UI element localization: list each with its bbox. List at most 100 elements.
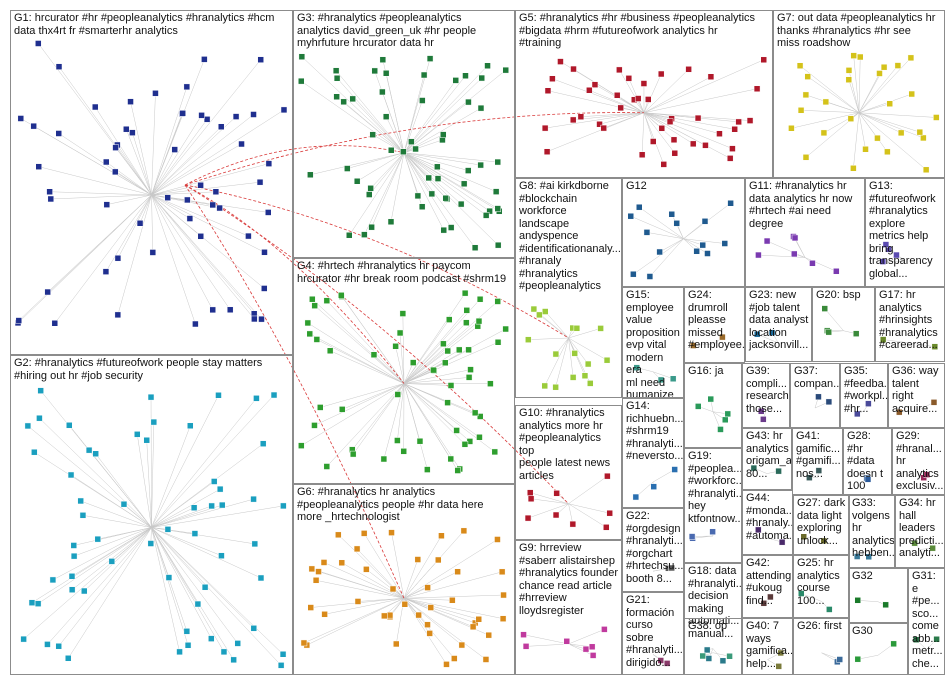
node-g3-43 [333,74,341,82]
node-g6-11 [451,655,458,662]
node-g5-36 [726,155,734,162]
edge-g1-9 [151,184,201,196]
edge-g7-0 [858,65,899,113]
edge-g2-55 [34,451,152,528]
edge-g3-55 [403,152,429,179]
edge-g2-46 [39,418,152,528]
node-g1-51 [17,115,25,122]
node-g1-38 [171,146,178,153]
edge-g1-23 [130,101,152,196]
edge-g7-4 [858,112,927,170]
node-g25-0 [798,590,805,597]
node-g10-5 [552,511,560,519]
node-g6-22 [401,600,409,608]
node-g7-26 [850,52,857,59]
node-g1-42 [35,163,43,170]
node-g4-56 [306,330,314,338]
edge-g7-18 [848,79,860,113]
node-g3-47 [365,191,373,198]
edge-g1-16 [151,143,242,196]
node-g6-14 [389,585,397,593]
node-g10-4 [524,514,532,522]
edge-g5-1 [643,112,733,149]
node-g4-15 [396,329,404,337]
edge-g5-16 [643,112,735,130]
node-g6-12 [415,611,422,619]
node-g4-57 [338,292,345,299]
edge-g2-33 [151,488,221,528]
edge-g3-59 [403,152,465,185]
group-box-g14: G14: richhuebn... #shrm19 #hranalyti... … [622,398,684,508]
node-g20-1 [825,328,832,336]
node-g4-53 [471,409,479,417]
group-box-g4: G4: #hrtech #hranalytics hr paycom hrcur… [293,258,515,484]
edge-g4-22 [403,383,460,470]
node-g25-1 [826,606,833,613]
edge-g10-4 [527,503,569,519]
group-label-g4: G4: #hrtech #hranalytics hr paycom hrcur… [297,260,507,285]
group-label-g29: G29: #hranal... hr analytics exclusiv... [896,430,944,492]
group-label-g40: G40: 7 ways gamifica... help... [746,620,793,670]
node-g3-2 [412,145,419,153]
edge-g3-26 [403,152,490,212]
edge-g7-15 [801,110,860,113]
group-label-g22: G22: #orgdesign #hranalyti... #orgchart … [626,510,684,585]
edge-g6-26 [403,598,504,619]
node-g1-1 [91,103,99,111]
group-label-g25: G25: hr analytics course 100... [797,557,840,607]
node-g7-23 [916,128,924,136]
node-g5-39 [707,73,715,80]
node-g7-0 [894,62,902,69]
group-label-g1: G1: hrcurator #hr #peopleanalytics #hran… [14,12,275,37]
edge-g2-49 [69,425,152,528]
edge-g8-10 [568,328,601,339]
node-g31-1 [912,636,920,643]
node-g7-17 [862,146,869,153]
node-g2-35 [94,535,102,543]
edge-g2-21 [151,505,212,528]
edge-g3-9 [390,152,405,222]
node-g4-0 [463,307,471,314]
node-g3-1 [353,178,361,185]
node-g3-20 [371,67,378,75]
cross-edge-2 [184,184,405,599]
edge-g11-5 [766,240,806,258]
edge-g2-58 [151,422,155,528]
edge-g8-11 [555,337,569,388]
node-g6-13 [338,559,346,567]
node-g2-48 [176,648,183,656]
edge-g9-6 [526,643,569,647]
edge-g2-13 [151,527,284,655]
node-g5-18 [616,66,623,74]
node-g15-1 [669,375,677,383]
node-g1-23 [127,98,134,105]
node-g2-33 [216,485,224,493]
node-g6-31 [435,556,442,564]
edge-g6-43 [324,598,405,615]
edge-g5-36 [643,112,731,159]
group-label-g20: G20: bsp [816,289,861,301]
node-g12-7 [627,212,635,220]
node-g9-6 [522,643,530,650]
node-g32-1 [882,601,889,609]
node-g6-35 [300,639,308,647]
edge-g3-41 [336,96,405,153]
node-g3-30 [477,104,485,112]
node-g3-37 [361,231,368,238]
edge-g5-38 [580,112,645,117]
edge-g3-48 [403,152,498,163]
node-g4-47 [400,448,407,455]
edge-g3-4 [385,116,405,153]
edge-g4-0 [403,310,467,384]
edge-g3-27 [403,152,433,195]
node-g3-11 [434,163,441,171]
edge-g2-1 [23,527,152,640]
node-g12-10 [636,203,643,211]
node-g3-50 [442,194,449,202]
edge-g11-6 [794,237,806,258]
group-box-g25: G25: hr analytics course 100... [793,555,850,618]
edge-g15-1 [652,371,674,380]
edge-g1-13 [151,194,191,219]
node-g4-20 [442,359,449,367]
node-g11-5 [763,237,771,245]
